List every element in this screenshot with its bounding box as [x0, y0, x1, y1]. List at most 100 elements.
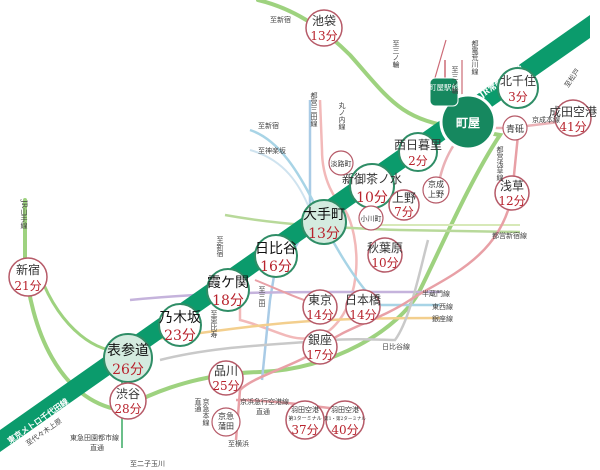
station-time: 21分: [14, 279, 41, 293]
station-keisei-ueno[interactable]: 京成 上野: [422, 176, 450, 204]
station-name: 霞ケ関: [207, 275, 249, 291]
toden-arakawa-label: 都電荒川線: [471, 40, 479, 75]
station-ginza[interactable]: 銀座 17分: [302, 329, 338, 365]
station-otemachi[interactable]: 大手町 13分: [301, 199, 347, 245]
keikyu-airport-direct-label: 直通: [256, 407, 270, 416]
machiya-ekimae-station[interactable]: [429, 77, 459, 107]
station-awajicho[interactable]: 淡路町: [328, 150, 354, 176]
station-name: 渋谷: [116, 387, 140, 401]
station-time: 23分: [164, 328, 196, 344]
station-narita[interactable]: 成田空港 41分: [549, 99, 597, 137]
keisei-main-label: 京成本線: [532, 115, 560, 124]
tokyu-denentoshi-label: 東急田園都市線: [70, 433, 119, 442]
to-matsudo-label: 至松戸: [562, 67, 581, 89]
station-tokyo[interactable]: 東京 14分: [302, 289, 338, 325]
station-time: 17分: [306, 348, 333, 362]
station-ogawamachi[interactable]: 小川町: [358, 205, 384, 231]
to-yokohama-label: 至横浜: [228, 439, 249, 448]
station-time: 12分: [498, 194, 525, 208]
station-time: 13分: [308, 226, 340, 242]
station-kitasenju[interactable]: 北千住 3分: [497, 67, 539, 109]
machiya-ekimae-label: 町屋駅前: [429, 82, 459, 92]
keikyu-airport-label: 京浜急行空港線: [240, 397, 289, 406]
station-time: 40分: [331, 423, 358, 437]
station-omotesando[interactable]: 表参道 26分: [103, 333, 153, 383]
station-name: 上野: [428, 190, 444, 199]
station-name: 京成: [428, 179, 444, 189]
station-subname: 第1・第2ターミナル: [324, 415, 366, 422]
station-name: 東京: [308, 293, 332, 307]
jr-yamanote-line: [23, 0, 504, 413]
station-name: 羽田空港: [291, 405, 319, 414]
station-asakusa[interactable]: 浅草 12分: [494, 175, 530, 211]
station-name: 小川町: [361, 214, 382, 223]
station-name: 乃木坂: [159, 310, 201, 326]
station-time: 2分: [408, 154, 428, 168]
station-time: 10分: [356, 190, 388, 206]
station-keikyu-kamata[interactable]: 京急 蒲田: [211, 407, 241, 437]
station-nogizaka[interactable]: 乃木坂 23分: [158, 303, 202, 347]
to-mita-label: 至三田: [258, 286, 266, 308]
station-name: 大手町: [303, 207, 345, 223]
toei-asakusa-label: 都営浅草線: [496, 146, 504, 181]
station-name: 成田空港: [549, 105, 597, 119]
station-time: 3分: [508, 90, 528, 104]
to-ebisu-label: 至恵比寿: [210, 310, 218, 338]
station-name: 新宿: [16, 262, 40, 277]
station-name: 青砥: [506, 123, 524, 135]
station-time: 7分: [394, 205, 414, 219]
kagurazaka-line: [249, 149, 311, 211]
tozai-label: 東西線: [432, 302, 453, 311]
station-name: 新御茶ノ水: [342, 171, 402, 186]
station-name: 表参道: [107, 342, 149, 359]
station-nishinippori[interactable]: 西日暮里 2分: [394, 132, 442, 172]
station-time: 26分: [112, 362, 144, 378]
station-name: 秋葉原: [367, 241, 403, 255]
ginza-line-label: 銀座線: [432, 314, 453, 323]
station-name: 銀座: [308, 332, 332, 347]
station-shinagawa[interactable]: 品川 25分: [208, 360, 244, 396]
station-name: 西日暮里: [394, 138, 442, 152]
station-shinochanomizu[interactable]: 新御茶ノ水 10分: [342, 163, 402, 209]
hibiya-line: [159, 239, 430, 362]
jr-line-shinjuku: [38, 274, 123, 353]
station-subname: 第3ターミナル: [288, 415, 321, 422]
station-name: 日本橋: [345, 293, 381, 307]
tokyu-direct-label: 直通: [90, 443, 104, 452]
to-shinjuku-label-2: 至新宿: [258, 121, 279, 130]
station-ikebukuro[interactable]: 池袋 13分: [305, 9, 343, 47]
station-time: 37分: [291, 423, 318, 437]
keikyu-direct-label: 直通: [194, 397, 202, 413]
station-time: 28分: [114, 402, 141, 416]
machiya-hub[interactable]: [439, 93, 497, 151]
station-time: 13分: [310, 29, 337, 43]
station-time: 25分: [212, 379, 239, 393]
station-name: 羽田空港: [331, 405, 359, 414]
to-shinjuku-label-3: 至新宿: [216, 236, 224, 258]
station-nihonbashi[interactable]: 日本橋 14分: [345, 289, 381, 325]
station-haneda-t3[interactable]: 羽田空港 第3ターミナル 37分: [285, 400, 325, 440]
to-kagurazaka-label: 至神楽坂: [258, 146, 286, 155]
station-name: 蒲田: [218, 421, 234, 431]
station-akihabara[interactable]: 秋葉原 10分: [367, 237, 403, 273]
station-time: 14分: [349, 308, 376, 322]
station-name: 上野: [392, 191, 416, 205]
to-shinjuku-label: 至新宿: [270, 15, 291, 24]
station-hibiya[interactable]: 日比谷 16分: [254, 234, 298, 278]
station-time: 18分: [212, 293, 244, 309]
station-kasumigaseki[interactable]: 霞ケ関 18分: [206, 268, 250, 312]
toei-shinjuku-label: 都営新宿線: [492, 231, 527, 240]
hibiya-line-label: 日比谷線: [382, 342, 410, 351]
station-aoto[interactable]: 青砥: [502, 115, 528, 141]
jr-yamanote-label: JR山手線: [20, 199, 28, 229]
station-shibuya[interactable]: 渋谷 28分: [109, 382, 147, 420]
station-name: 京急: [218, 411, 234, 421]
station-name: 浅草: [500, 179, 524, 193]
station-haneda-t12[interactable]: 羽田空港 第1・第2ターミナル 40分: [324, 400, 366, 440]
station-shinjuku[interactable]: 新宿 21分: [8, 257, 48, 297]
station-name: 淡路町: [331, 159, 352, 168]
machiya-hub-label: 町屋: [456, 116, 480, 130]
station-ueno[interactable]: 上野 7分: [388, 189, 420, 221]
to-minowa-label: 至三ノ輪: [392, 40, 400, 69]
station-name: 池袋: [312, 14, 336, 28]
